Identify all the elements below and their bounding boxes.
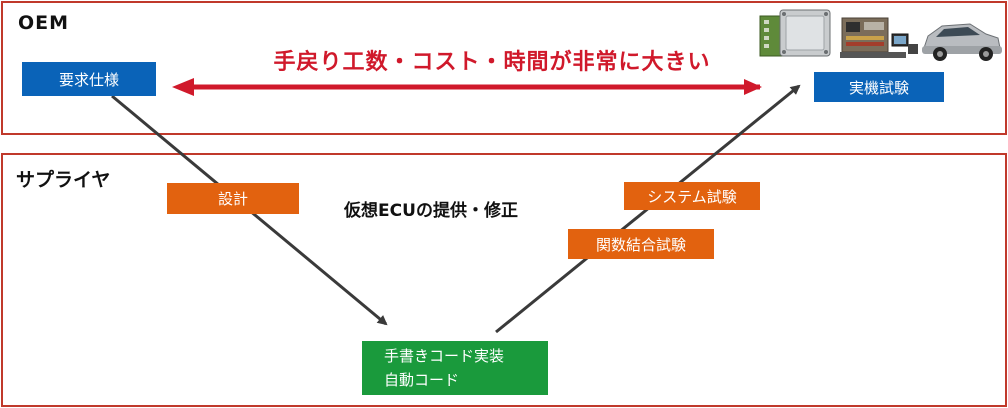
requirements-box: 要求仕様 bbox=[22, 62, 156, 96]
system-test-box: システム試験 bbox=[624, 182, 760, 210]
car-icon bbox=[922, 24, 1002, 61]
test-bench-icon bbox=[840, 18, 918, 58]
real-test-box: 実機試験 bbox=[814, 72, 944, 102]
rework-banner: 手戻り工数・コスト・時間が非常に大きい bbox=[232, 44, 752, 76]
code-box: 手書きコード実装 自動コード bbox=[362, 341, 548, 395]
code-line-handwritten: 手書きコード実装 bbox=[384, 344, 504, 368]
virtual-ecu-label: 仮想ECUの提供・修正 bbox=[316, 196, 546, 221]
design-box: 設計 bbox=[167, 183, 299, 214]
rework-arrowhead bbox=[172, 78, 194, 96]
code-line-auto: 自動コード bbox=[384, 368, 459, 392]
integration-test-box: 関数結合試験 bbox=[568, 229, 714, 259]
ecu-board-icon bbox=[760, 10, 830, 56]
real-hardware-pictures bbox=[756, 4, 1006, 66]
